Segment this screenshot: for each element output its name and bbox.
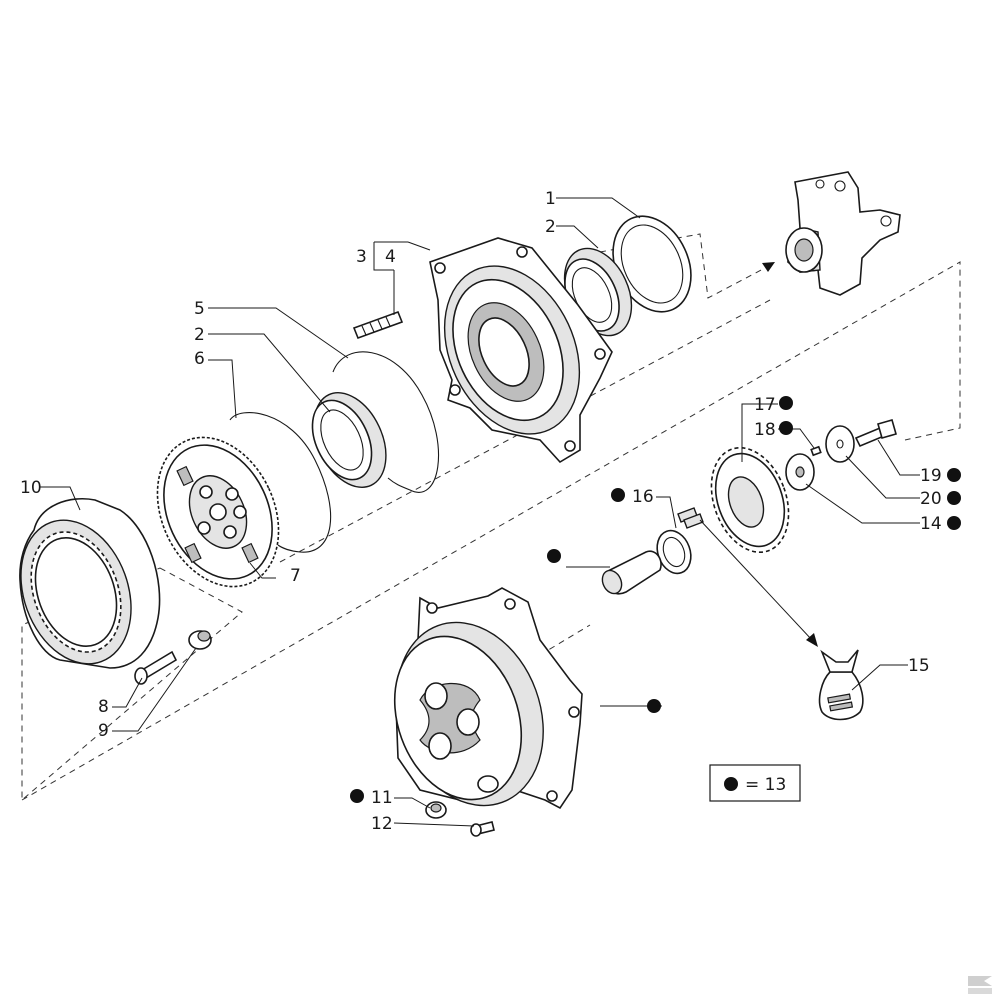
- logo-mark-icon: [968, 976, 992, 994]
- callout-11: 11: [371, 788, 393, 808]
- spacer-pin: [810, 445, 822, 457]
- callout-4: 4: [385, 247, 396, 267]
- callout-7: 7: [290, 566, 301, 586]
- planet-carrier: [156, 436, 280, 588]
- callout-20: 20: [920, 489, 942, 509]
- dot-symbol: [724, 777, 738, 791]
- callout-17: 17: [754, 395, 776, 415]
- callout-2-upper: 2: [545, 217, 556, 237]
- wheel-hub-upper: [429, 237, 613, 464]
- seal-ring: [612, 215, 692, 313]
- parts-bag-icon: [818, 649, 864, 721]
- dot-symbol: [647, 699, 661, 713]
- dot-symbol: [611, 488, 625, 502]
- callout-6: 6: [194, 349, 205, 369]
- bearing-middle: [311, 392, 387, 488]
- thrust-washer: [785, 453, 815, 491]
- small-screw: [470, 821, 495, 837]
- dot-symbol: [947, 491, 961, 505]
- callout-16: 16: [632, 487, 654, 507]
- bolt-screw: [134, 650, 178, 685]
- wheel-hub-lower: [393, 587, 583, 810]
- bushing: [188, 630, 212, 650]
- callout-labels: 1 2 3 4 5 2 6 7 10 8 9 11 12 16 17 18 19…: [20, 189, 961, 834]
- large-circlip: [332, 351, 440, 493]
- callout-5: 5: [194, 299, 205, 319]
- leader-lines: [40, 197, 920, 827]
- callout-12: 12: [371, 814, 393, 834]
- dot-symbol: [547, 549, 561, 563]
- legend-text: = 13: [745, 775, 786, 795]
- legend-box: = 13: [709, 764, 801, 802]
- callout-9: 9: [98, 721, 109, 741]
- dot-symbol: [779, 396, 793, 410]
- stud-bolt: [352, 310, 404, 340]
- callout-8: 8: [98, 697, 109, 717]
- small-circlip: [229, 412, 332, 553]
- callout-10: 10: [20, 478, 42, 498]
- ring-gear: [19, 498, 161, 669]
- callout-15: 15: [908, 656, 930, 676]
- sun-gear: [710, 446, 790, 554]
- shim-pack: [677, 507, 704, 529]
- arrow-icon: [699, 519, 818, 647]
- dot-symbol: [947, 468, 961, 482]
- callout-3: 3: [356, 247, 367, 267]
- callout-14: 14: [920, 514, 942, 534]
- hex-bolt: [854, 419, 897, 448]
- steering-knuckle: [785, 171, 901, 296]
- thrust-ring: [656, 529, 692, 575]
- callout-19: 19: [920, 466, 942, 486]
- callout-1: 1: [545, 189, 556, 209]
- planet-shaft: [601, 550, 662, 595]
- drain-plug: [425, 801, 447, 819]
- dot-symbol: [947, 516, 961, 530]
- arrow-icon: [762, 262, 775, 272]
- washer: [825, 425, 855, 463]
- callout-18: 18: [754, 420, 776, 440]
- dot-symbol: [779, 421, 793, 435]
- dot-symbol: [350, 789, 364, 803]
- callout-2-middle: 2: [194, 325, 205, 345]
